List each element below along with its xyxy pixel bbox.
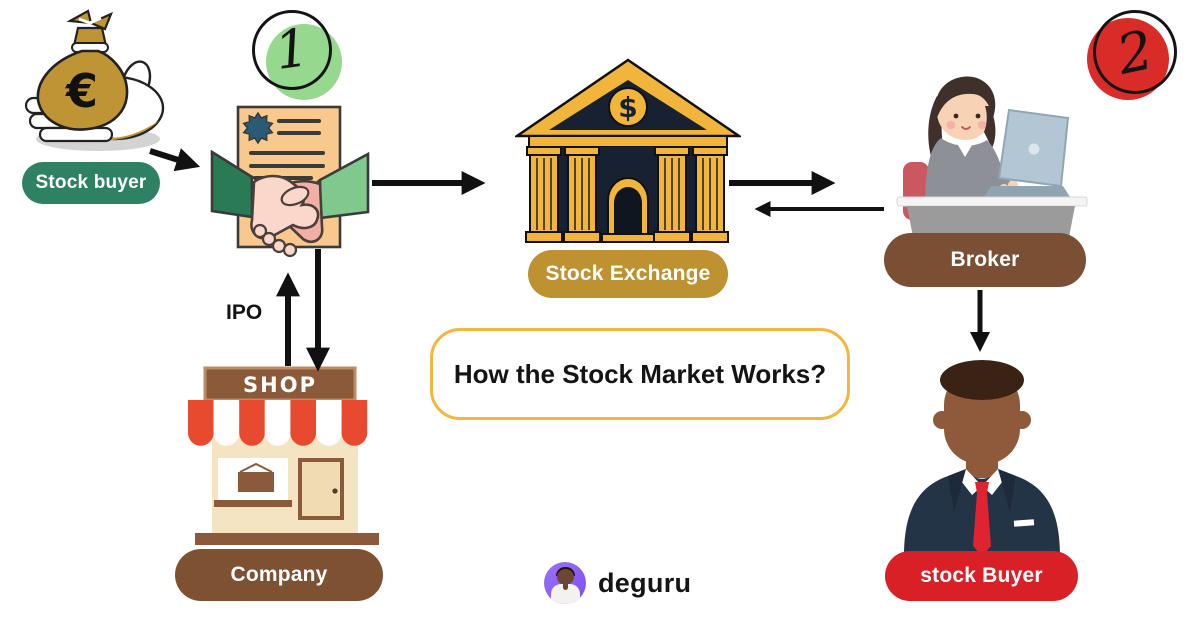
step-1-ring <box>252 10 332 90</box>
handshake-icon <box>210 105 370 258</box>
step-1-number: 1 <box>271 17 313 83</box>
shop-sign-text: SHOP <box>243 373 317 397</box>
company-badge: Company <box>175 549 383 601</box>
shop-icon: SHOP <box>188 366 379 545</box>
dollar-symbol: $ <box>618 91 637 124</box>
stock-buyer-badge: Stock buyer <box>22 162 160 204</box>
page-title: How the Stock Market Works? <box>453 358 827 389</box>
businessman-illustration <box>904 360 1060 556</box>
stock-buyer-2-label: stock Buyer <box>920 564 1043 587</box>
title-box: How the Stock Market Works? <box>430 328 850 420</box>
broker-label: Broker <box>950 248 1020 271</box>
stock-buyer-label: Stock buyer <box>35 172 147 193</box>
logo-text: deguru <box>598 567 692 598</box>
seal-star <box>242 111 274 145</box>
broker-badge: Broker <box>884 233 1086 287</box>
deguru-logo: deguru <box>544 562 691 604</box>
money-bag-icon: € <box>24 9 165 151</box>
broker-illustration <box>896 76 1088 237</box>
logo-avatar <box>544 562 586 604</box>
stock-buyer-2-badge: stock Buyer <box>885 551 1078 601</box>
euro-symbol: € <box>65 64 98 118</box>
stock-exchange-label: Stock Exchange <box>545 262 711 285</box>
stock-exchange-badge: Stock Exchange <box>528 250 728 298</box>
step-2-badge: 2 <box>1085 10 1180 105</box>
step-2-number: 2 <box>1111 17 1159 87</box>
company-label: Company <box>230 563 328 586</box>
step-2-ring <box>1093 10 1177 94</box>
awning <box>188 400 368 446</box>
ipo-label: IPO <box>226 301 263 324</box>
bank-icon: $ <box>515 58 741 243</box>
step-1-badge: 1 <box>250 10 345 105</box>
